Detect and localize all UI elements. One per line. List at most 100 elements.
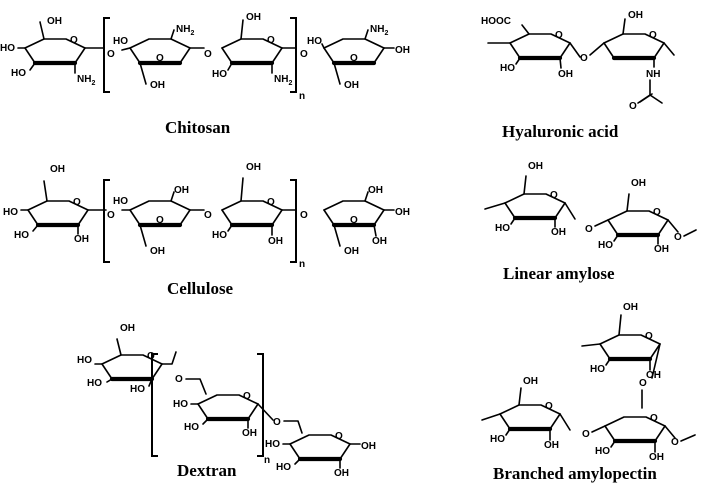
- dextran-link-bond-1: [185, 378, 207, 395]
- svg-text:O: O: [156, 215, 164, 226]
- svg-text:OH: OH: [623, 302, 638, 313]
- svg-text:OH: OH: [395, 45, 410, 56]
- svg-text:O: O: [267, 197, 275, 208]
- svg-text:O: O: [243, 391, 251, 402]
- cellulose-ring-2: O HO OH OH: [113, 185, 205, 257]
- svg-text:HO: HO: [490, 434, 505, 445]
- svg-text:HO: HO: [113, 36, 128, 47]
- svg-text:OH: OH: [395, 207, 410, 218]
- svg-text:O: O: [555, 30, 563, 41]
- svg-text:HO: HO: [598, 240, 613, 251]
- svg-text:OH: OH: [544, 440, 559, 451]
- amylopectin-ring-left: O OH HO OH: [481, 376, 571, 451]
- svg-text:OH: OH: [646, 370, 661, 381]
- branched-amylopectin-structure: O OH HO OH O O OH HO OH O O: [481, 302, 696, 483]
- svg-text:HO: HO: [495, 223, 510, 234]
- svg-text:O: O: [335, 431, 343, 442]
- cellulose-structure: O OH HO HO OH O O HO OH OH O O: [3, 162, 410, 298]
- svg-text:O: O: [350, 53, 358, 64]
- svg-text:HO: HO: [500, 63, 515, 74]
- svg-text:OH: OH: [361, 441, 376, 452]
- svg-text:NH: NH: [646, 69, 660, 80]
- svg-text:OH: OH: [551, 227, 566, 238]
- dextran-ring-2: O HO HO OH: [173, 391, 274, 439]
- dextran-title: Dextran: [177, 461, 237, 480]
- svg-text:OH: OH: [528, 161, 543, 172]
- svg-text:O: O: [629, 101, 637, 112]
- chitosan-ring-1: O OH HO HO NH2: [0, 16, 105, 87]
- svg-text:HO: HO: [184, 422, 199, 433]
- svg-text:O: O: [639, 378, 647, 389]
- svg-text:OH: OH: [344, 80, 359, 91]
- svg-text:OH: OH: [150, 246, 165, 257]
- svg-text:O: O: [156, 53, 164, 64]
- svg-text:HO: HO: [595, 446, 610, 457]
- svg-text:HO: HO: [212, 69, 227, 80]
- amylopectin-link-o: O: [582, 429, 590, 440]
- svg-text:OH: OH: [344, 246, 359, 257]
- svg-text:OH: OH: [268, 236, 283, 247]
- svg-text:OH: OH: [654, 244, 669, 255]
- svg-text:O: O: [70, 35, 78, 46]
- svg-text:HO: HO: [130, 384, 145, 395]
- hyaluronic-acid-title: Hyaluronic acid: [502, 122, 619, 141]
- svg-text:NH2: NH2: [77, 74, 95, 87]
- hyaluronic-ring-1: O HOOC HO OH: [481, 16, 581, 80]
- chitosan-structure: O OH HO HO NH2 O O HO NH2 OH O O: [0, 12, 410, 137]
- svg-text:HO: HO: [3, 207, 18, 218]
- svg-text:OH: OH: [334, 468, 349, 479]
- chitosan-ring-4: O HO NH2 OH OH: [307, 24, 410, 91]
- dextran-ring-1: O OH HO HO HO: [77, 323, 177, 395]
- cellulose-title: Cellulose: [167, 279, 234, 298]
- svg-text:NH2: NH2: [274, 74, 292, 87]
- svg-text:OH: OH: [649, 452, 664, 463]
- svg-text:HO: HO: [11, 68, 26, 79]
- svg-text:HO: HO: [212, 230, 227, 241]
- svg-text:O: O: [671, 437, 679, 448]
- amylose-ring-1: O OH HO OH: [484, 161, 576, 238]
- dextran-bracket-left: [151, 353, 158, 457]
- svg-text:HO: HO: [14, 230, 29, 241]
- svg-text:O: O: [550, 190, 558, 201]
- svg-text:OH: OH: [628, 10, 643, 21]
- svg-text:OH: OH: [523, 376, 538, 387]
- svg-text:O: O: [350, 215, 358, 226]
- svg-text:OH: OH: [246, 12, 261, 23]
- dextran-bracket-right: [257, 353, 264, 457]
- branched-amylopectin-title: Branched amylopectin: [493, 464, 657, 483]
- svg-text:OH: OH: [368, 185, 383, 196]
- svg-text:NH2: NH2: [370, 24, 388, 37]
- svg-text:HO: HO: [77, 355, 92, 366]
- cellulose-link-o-3: O: [300, 210, 308, 221]
- svg-text:OH: OH: [174, 185, 189, 196]
- svg-text:HOOC: HOOC: [481, 16, 511, 27]
- hyaluronic-ring-2: O OH NH O: [589, 10, 675, 112]
- cellulose-link-o-1: O: [107, 210, 115, 221]
- amylopectin-ring-right: O HO OH O: [591, 413, 696, 463]
- svg-text:NH2: NH2: [176, 24, 194, 37]
- hyaluronic-acid-structure: O HOOC HO OH O O OH NH O Hyaluronic a: [481, 10, 675, 141]
- svg-text:HO: HO: [590, 364, 605, 375]
- svg-text:HO: HO: [113, 196, 128, 207]
- chitosan-bracket-left: [103, 17, 110, 93]
- svg-text:OH: OH: [74, 234, 89, 245]
- svg-text:OH: OH: [150, 80, 165, 91]
- svg-text:HO: HO: [0, 43, 15, 54]
- svg-text:O: O: [674, 232, 682, 243]
- chitosan-title: Chitosan: [165, 118, 231, 137]
- cellulose-ring-3: O OH HO OH: [212, 162, 297, 247]
- chitosan-bracket-right: [290, 17, 297, 93]
- svg-text:HO: HO: [173, 399, 188, 410]
- svg-text:O: O: [649, 30, 657, 41]
- dextran-link-bond-2: [283, 420, 303, 434]
- svg-text:OH: OH: [50, 164, 65, 175]
- svg-text:O: O: [645, 331, 653, 342]
- cellulose-ring-1: O OH HO HO OH: [3, 164, 107, 245]
- linear-amylose-structure: O OH HO OH O O OH HO OH O Linear amylose: [484, 161, 697, 283]
- svg-text:HO: HO: [265, 439, 280, 450]
- svg-text:OH: OH: [120, 323, 135, 334]
- svg-text:HO: HO: [307, 36, 322, 47]
- svg-text:O: O: [650, 413, 658, 424]
- dextran-structure: O OH HO HO HO O O HO HO OH n O: [77, 323, 376, 480]
